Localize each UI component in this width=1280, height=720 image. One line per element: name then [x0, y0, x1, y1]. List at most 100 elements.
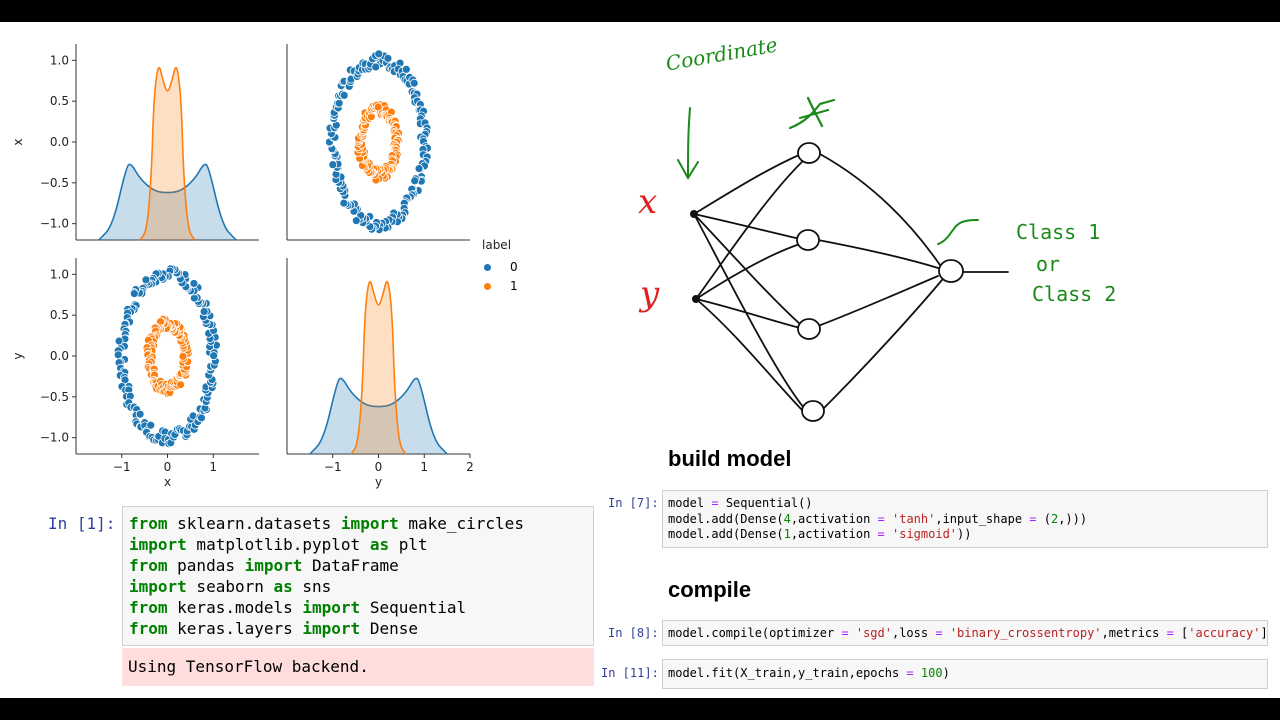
scatter-point-0	[414, 164, 424, 174]
cell-1-token: sklearn.datasets	[167, 514, 341, 533]
scatter-point-0	[371, 62, 381, 72]
kde-line-1	[350, 280, 407, 455]
scatter-point-0	[129, 289, 139, 299]
cell-1-token: import	[129, 535, 187, 554]
x-tick-label: 2	[466, 460, 474, 474]
cell-8-token: =	[841, 626, 849, 640]
legend-label-0: 0	[510, 260, 518, 274]
cell-7-code[interactable]: model = Sequential()model.add(Dense(4,ac…	[668, 496, 1267, 543]
y-tick-label: 1.0	[50, 53, 69, 67]
cell-1-token: seaborn	[186, 577, 274, 596]
cell-1-stderr: Using TensorFlow backend.	[122, 648, 594, 686]
x-axis-label: y	[375, 475, 382, 489]
cell-1-line: import matplotlib.pyplot as plt	[129, 534, 593, 555]
cell-1-token: from	[129, 556, 168, 575]
cell-7-prompt: In [7]:	[608, 496, 659, 510]
cell-11-token: 100	[920, 666, 943, 680]
scatter-point-1	[373, 102, 383, 112]
cell-8-token: ,metrics	[1101, 626, 1167, 640]
kde-line-1	[139, 66, 196, 241]
cell-7-token: =	[877, 511, 885, 526]
hidden-node-4	[801, 400, 825, 422]
cell-1-code[interactable]: from sklearn.datasets import make_circle…	[129, 513, 593, 639]
scatter-point-0	[146, 420, 156, 430]
edge-h4-out	[821, 279, 943, 411]
cell-7-token: ))	[957, 527, 972, 541]
y-tick-label: 0.0	[50, 349, 69, 363]
cell-1-token: import	[244, 556, 303, 575]
input-label-x: x	[638, 182, 658, 222]
cell-11-input[interactable]: model.fit(X_train,y_train,epochs = 100)	[662, 659, 1268, 689]
hidden-node-2	[796, 229, 820, 251]
cell-8-token: ,loss	[891, 626, 936, 640]
cell-8-token: 'binary_crossentropy'	[949, 626, 1102, 640]
cell-8-token: 'sgd'	[855, 626, 892, 640]
cell-7-token: model.add(Dense(	[668, 527, 784, 541]
cell-1-token: pandas	[167, 556, 245, 575]
cell-1-prompt: In [1]:	[48, 514, 116, 533]
cell-8-token	[849, 626, 856, 640]
scatter-point-0	[409, 78, 419, 88]
cell-1-token: from	[129, 598, 168, 617]
legend-label-1: 1	[510, 279, 518, 293]
y-tick-label: 0.5	[50, 308, 69, 322]
y-tick-label: −1.0	[40, 431, 69, 445]
edge-y-h1	[695, 157, 807, 300]
network-edges	[693, 151, 1009, 411]
cell-8-token: =	[1166, 626, 1174, 640]
cell-8-input[interactable]: model.compile(optimizer = 'sgd',loss = '…	[662, 620, 1268, 646]
cell-7-token: 4	[783, 511, 791, 526]
cell-7-token: 2	[1050, 511, 1059, 526]
cell-7-token: ,input_shape	[935, 511, 1030, 526]
cell-1-token: as	[369, 535, 390, 554]
cell-8-token: ])	[1260, 626, 1268, 640]
x-axis-label: x	[164, 475, 171, 489]
edge-h2-out	[817, 239, 939, 269]
cell-7-token: =	[877, 527, 885, 541]
y-tick-label: 0.5	[50, 94, 69, 108]
edge-x-h3	[693, 213, 801, 325]
cell-1-token: Dense	[360, 619, 418, 638]
cell-8-code[interactable]: model.compile(optimizer = 'sgd',loss = '…	[668, 626, 1267, 642]
edge-h3-out	[817, 275, 939, 327]
x-tick-label: 0	[375, 460, 383, 474]
sigmoid-sketch	[937, 219, 979, 245]
cell-11-prompt: In [11]:	[601, 666, 659, 680]
output-node	[938, 259, 964, 283]
cell-1-token: from	[129, 514, 168, 533]
cell-7-token: ,)))	[1058, 511, 1088, 526]
cell-11-code[interactable]: model.fit(X_train,y_train,epochs = 100)	[668, 666, 1267, 682]
cell-1-token: from	[129, 619, 168, 638]
compile-heading: compile	[668, 577, 752, 602]
cell-1-line: from keras.models import Sequential	[129, 597, 593, 618]
cell-1-token: Sequential	[360, 598, 467, 617]
cell-7-token: Sequential()	[718, 496, 813, 510]
legend-marker-0	[484, 264, 491, 271]
edge-y-h2	[695, 243, 801, 300]
cell-7-token: =	[1029, 511, 1037, 526]
cell-7-token: =	[711, 496, 719, 510]
cell-1-line: import seaborn as sns	[129, 576, 593, 597]
cell-1-token: import	[302, 598, 361, 617]
cell-7-input[interactable]: model = Sequential()model.add(Dense(4,ac…	[662, 490, 1268, 548]
hidden-node-1	[797, 142, 821, 164]
cell-7-token: 1	[783, 527, 791, 541]
y-tick-label: −0.5	[40, 176, 69, 190]
cell-7-line: model = Sequential()	[668, 496, 1267, 512]
cell-7-token: (	[1036, 511, 1051, 526]
kde-fill-0	[309, 378, 448, 454]
class-1-label: Class 1	[1016, 220, 1101, 244]
legend: label 0 1	[478, 238, 538, 298]
scatter-point-0	[401, 64, 411, 74]
cell-1-token: make_circles	[398, 514, 524, 533]
cell-1-input[interactable]: from sklearn.datasets import make_circle…	[122, 506, 594, 646]
cell-11-token: =	[906, 666, 914, 680]
scatter-point-0	[339, 90, 349, 100]
scatter-point-1	[176, 380, 185, 390]
cell-7-token: 'sigmoid'	[892, 527, 958, 541]
hidden-node-3	[797, 318, 821, 340]
cell-7-line: model.add(Dense(1,activation = 'sigmoid'…	[668, 527, 1267, 543]
neural-net-diagram	[677, 96, 1009, 422]
cell-11-line: model.fit(X_train,y_train,epochs = 100)	[668, 666, 1267, 682]
legend-title: label	[482, 238, 512, 252]
